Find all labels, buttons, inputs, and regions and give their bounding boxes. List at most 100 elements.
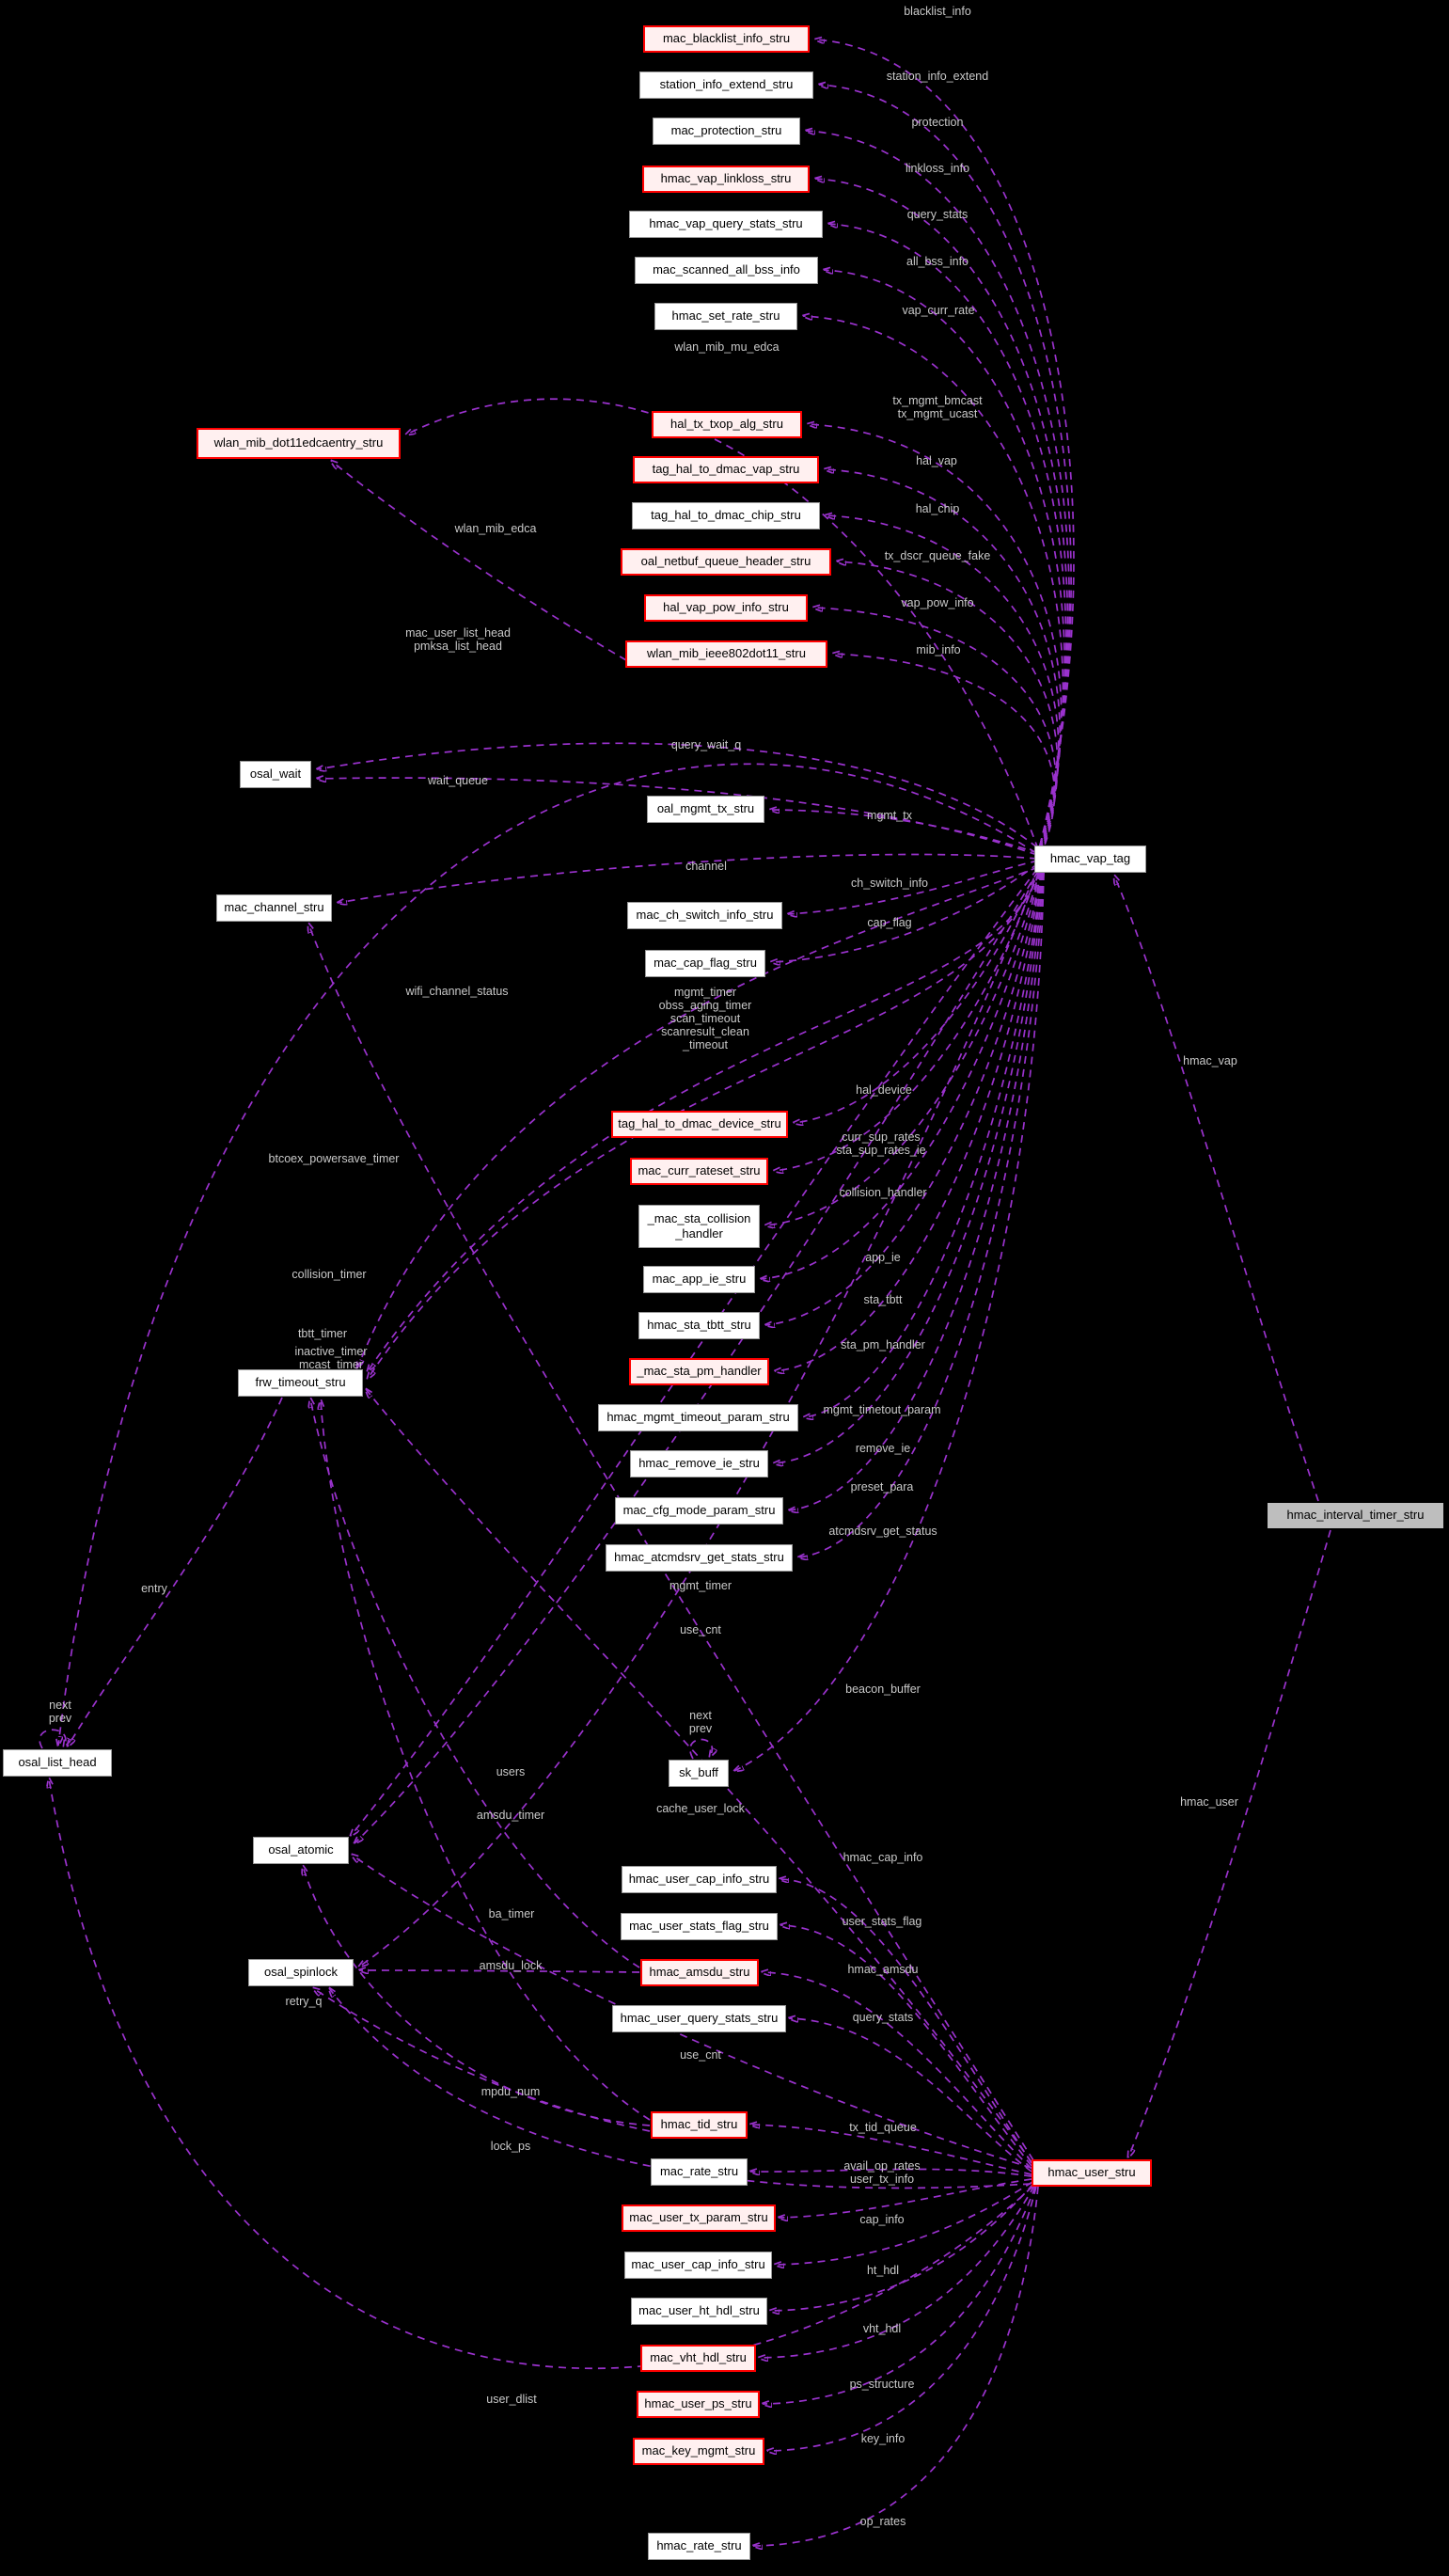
edge-user-cap_info xyxy=(775,2181,1033,2265)
node-mac_protection_stru[interactable]: mac_protection_stru xyxy=(653,118,800,145)
node-tag_hal_to_dmac_vap_stru[interactable]: tag_hal_to_dmac_vap_stru xyxy=(633,456,819,483)
edge-label-ps_structure: ps_structure xyxy=(849,2378,915,2391)
node-hmac_vap_linkloss_stru[interactable]: hmac_vap_linkloss_stru xyxy=(642,166,810,193)
node-hmac_vap_tag[interactable]: hmac_vap_tag xyxy=(1034,845,1146,873)
node-hmac_remove_ie_stru[interactable]: hmac_remove_ie_stru xyxy=(630,1450,768,1478)
edge-label-remove_ie: remove_ie xyxy=(855,1442,911,1455)
edge-label-wifi_channel_status: wifi_channel_status xyxy=(405,985,509,998)
edge-vap-mac_user_list_head xyxy=(58,763,1037,1746)
edge-vap-protection xyxy=(806,131,1071,846)
edge-tid-mpdu_num xyxy=(303,1866,651,2126)
node-hmac_set_rate_stru[interactable]: hmac_set_rate_stru xyxy=(654,303,797,330)
node-hmac_user_query_stats_stru[interactable]: hmac_user_query_stats_stru xyxy=(612,2005,786,2032)
node-hmac_user_stru[interactable]: hmac_user_stru xyxy=(1032,2159,1152,2187)
node-mac_vht_hdl_stru[interactable]: mac_vht_hdl_stru xyxy=(640,2345,756,2372)
edge-vap-blacklist_info xyxy=(815,40,1075,846)
edge-label-mgmt_timer: mgmt_timer obss_aging_timer scan_timeout… xyxy=(658,986,752,1051)
node-osal_spinlock[interactable]: osal_spinlock xyxy=(248,1959,354,1986)
edge-interval-hmac_vap xyxy=(1114,876,1319,1502)
edge-user-hmac_amsdu xyxy=(762,1972,1032,2170)
node-mac_rate_stru[interactable]: mac_rate_stru xyxy=(651,2158,748,2186)
edge-tid-ba_timer xyxy=(321,1400,651,2121)
edge-vap-ch_switch_info xyxy=(788,860,1039,914)
edge-vap-hal_vap xyxy=(825,469,1061,850)
edge-vap-sta_pm_handler xyxy=(775,872,1042,1371)
node-hmac_interval_timer_stru[interactable]: hmac_interval_timer_stru xyxy=(1267,1502,1444,1529)
node-sk_buff[interactable]: sk_buff xyxy=(669,1760,729,1787)
node-mac_curr_rateset_stru[interactable]: mac_curr_rateset_stru xyxy=(630,1158,768,1185)
edge-interval-hmac_user xyxy=(1128,1529,1331,2157)
node-tag_hal_to_dmac_device_stru[interactable]: tag_hal_to_dmac_device_stru xyxy=(611,1111,788,1138)
node-_mac_sta_pm_handler[interactable]: _mac_sta_pm_handler xyxy=(629,1358,769,1385)
edge-vap-beacon_buffer xyxy=(734,872,1045,1771)
node-osal_atomic[interactable]: osal_atomic xyxy=(253,1837,349,1864)
node-wlan_mib_dot11edcaentry_stru[interactable]: wlan_mib_dot11edcaentry_stru xyxy=(197,428,401,459)
node-oal_netbuf_queue_header_stru[interactable]: oal_netbuf_queue_header_stru xyxy=(621,548,831,576)
edge-label-sta_pm_handler: sta_pm_handler xyxy=(841,1338,925,1351)
node-hmac_rate_stru[interactable]: hmac_rate_stru xyxy=(648,2533,750,2560)
node-mac_ch_switch_info_stru[interactable]: mac_ch_switch_info_stru xyxy=(627,902,782,929)
node-_mac_sta_collision_handler[interactable]: _mac_sta_collision _handler xyxy=(638,1205,760,1248)
node-hmac_vap_query_stats_stru[interactable]: hmac_vap_query_stats_stru xyxy=(629,211,823,238)
node-mac_key_mgmt_stru[interactable]: mac_key_mgmt_stru xyxy=(633,2438,764,2465)
node-mac_user_cap_info_stru[interactable]: mac_user_cap_info_stru xyxy=(624,2252,772,2279)
node-mac_user_ht_hdl_stru[interactable]: mac_user_ht_hdl_stru xyxy=(631,2298,767,2325)
node-hmac_tid_stru[interactable]: hmac_tid_stru xyxy=(651,2111,748,2139)
edge-label-cache_user_lock: cache_user_lock xyxy=(656,1802,745,1815)
edge-label-curr_sup_rates: curr_sup_rates sta_sup_rates_ie xyxy=(836,1130,926,1157)
node-tag_hal_to_dmac_chip_stru[interactable]: tag_hal_to_dmac_chip_stru xyxy=(632,502,820,529)
node-oal_mgmt_tx_stru[interactable]: oal_mgmt_tx_stru xyxy=(647,796,764,823)
edge-label-amsdu_lock: amsdu_lock xyxy=(479,1959,543,1972)
node-mac_user_tx_param_stru[interactable]: mac_user_tx_param_stru xyxy=(622,2205,776,2232)
node-mac_user_stats_flag_stru[interactable]: mac_user_stats_flag_stru xyxy=(621,1913,778,1940)
edge-vap-tx_mgmt xyxy=(808,424,1063,848)
edge-vap-timers-1 xyxy=(368,871,1040,1371)
node-mac_cfg_mode_param_stru[interactable]: mac_cfg_mode_param_stru xyxy=(615,1497,783,1525)
edge-user-ht_hdl xyxy=(770,2183,1034,2311)
edge-label-entry: entry xyxy=(141,1582,167,1595)
node-mac_channel_stru[interactable]: mac_channel_stru xyxy=(216,894,332,922)
edge-label-user_stats_flag: user_stats_flag xyxy=(842,1915,922,1928)
edge-vap-query_wait_q xyxy=(317,742,1038,848)
node-hmac_user_ps_stru[interactable]: hmac_user_ps_stru xyxy=(637,2391,760,2418)
edge-label-channel: channel xyxy=(685,860,727,873)
edge-label-query_stats: query_stats xyxy=(852,2011,914,2024)
edge-label-mgmt_timer: mgmt_timer xyxy=(669,1579,732,1592)
edge-label-user_dlist: user_dlist xyxy=(486,2393,537,2406)
edge-frw-entry xyxy=(68,1397,283,1746)
edge-label-vap_pow_info: vap_pow_info xyxy=(901,596,974,609)
edge-label-mgmt_timetout_param: mgmt_timetout_param xyxy=(823,1403,941,1416)
node-hal_tx_txop_alg_stru[interactable]: hal_tx_txop_alg_stru xyxy=(652,411,802,438)
node-hmac_sta_tbtt_stru[interactable]: hmac_sta_tbtt_stru xyxy=(638,1312,760,1339)
edge-label-ht_hdl: ht_hdl xyxy=(866,2264,900,2277)
edge-vap-mgmt_timetout_param xyxy=(804,872,1043,1417)
edge-label-vht_hdl: vht_hdl xyxy=(862,2322,902,2335)
node-mac_scanned_all_bss_info[interactable]: mac_scanned_all_bss_info xyxy=(635,257,818,284)
node-hal_vap_pow_info_stru[interactable]: hal_vap_pow_info_stru xyxy=(644,594,808,622)
node-mac_cap_flag_stru[interactable]: mac_cap_flag_stru xyxy=(645,950,765,977)
edge-tid-retry_q xyxy=(313,1988,651,2132)
node-frw_timeout_stru[interactable]: frw_timeout_stru xyxy=(238,1369,363,1397)
edge-label-btcoex_powersave_timer: btcoex_powersave_timer xyxy=(268,1152,400,1165)
node-osal_wait[interactable]: osal_wait xyxy=(240,761,311,788)
edge-label-vap_curr_rate: vap_curr_rate xyxy=(902,304,975,317)
edge-vap-tx_dscr_queue_fake xyxy=(837,561,1059,854)
node-mac_blacklist_info_stru[interactable]: mac_blacklist_info_stru xyxy=(643,25,810,53)
edge-label-query_stats: query_stats xyxy=(906,208,969,221)
node-hmac_atcmdsrv_get_stats_stru[interactable]: hmac_atcmdsrv_get_stats_stru xyxy=(606,1544,793,1572)
edge-label-wlan_mib_edca: wlan_mib_edca xyxy=(454,522,537,535)
edge-label-mib_info: mib_info xyxy=(916,643,961,656)
node-hmac_amsdu_stru[interactable]: hmac_amsdu_stru xyxy=(640,1959,759,1986)
node-mac_app_ie_stru[interactable]: mac_app_ie_stru xyxy=(643,1266,755,1293)
edge-label-sta_tbtt: sta_tbtt xyxy=(863,1293,903,1306)
edge-skbuff-loop xyxy=(689,1738,712,1759)
node-wlan_mib_ieee802dot11_stru[interactable]: wlan_mib_ieee802dot11_stru xyxy=(625,640,827,668)
edge-label-hmac_amsdu: hmac_amsdu xyxy=(847,1963,919,1976)
node-hmac_mgmt_timeout_param_stru[interactable]: hmac_mgmt_timeout_param_stru xyxy=(598,1404,798,1431)
edge-vap-mib_info xyxy=(833,654,1056,858)
node-hmac_user_cap_info_stru[interactable]: hmac_user_cap_info_stru xyxy=(622,1866,777,1893)
node-station_info_extend_stru[interactable]: station_info_extend_stru xyxy=(639,71,813,99)
edge-label-beacon_buffer: beacon_buffer xyxy=(845,1683,921,1696)
node-osal_list_head[interactable]: osal_list_head xyxy=(3,1749,112,1777)
edge-vap-atcmdsrv_get_status xyxy=(798,872,1045,1557)
